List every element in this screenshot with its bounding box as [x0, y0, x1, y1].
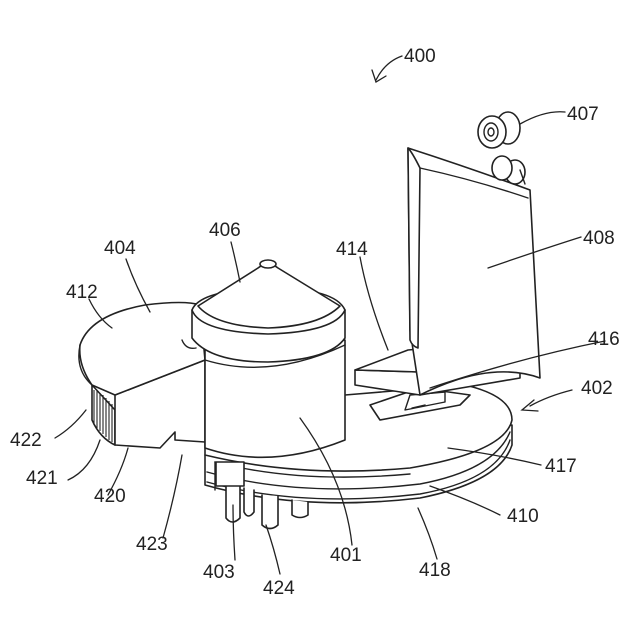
label-406: 406: [209, 220, 241, 241]
label-423: 423: [136, 534, 168, 555]
arrow-400: [372, 56, 402, 82]
cylinder-body: [182, 260, 345, 457]
label-408: 408: [583, 228, 615, 249]
label-421: 421: [26, 468, 58, 489]
label-407: 407: [567, 104, 599, 125]
upright-plate: [355, 148, 540, 395]
label-410: 410: [507, 506, 539, 527]
label-401: 401: [330, 545, 362, 566]
label-424: 424: [263, 578, 295, 599]
label-402: 402: [581, 378, 613, 399]
label-414: 414: [336, 239, 368, 260]
arrow-402: [522, 390, 572, 411]
label-412: 412: [66, 282, 98, 303]
label-420: 420: [94, 486, 126, 507]
label-403: 403: [203, 562, 235, 583]
label-404: 404: [104, 238, 136, 259]
label-422: 422: [10, 430, 42, 451]
handle: [79, 303, 205, 449]
label-418: 418: [419, 560, 451, 581]
label-416: 416: [588, 329, 620, 350]
label-400: 400: [404, 46, 436, 67]
label-417: 417: [545, 456, 577, 477]
